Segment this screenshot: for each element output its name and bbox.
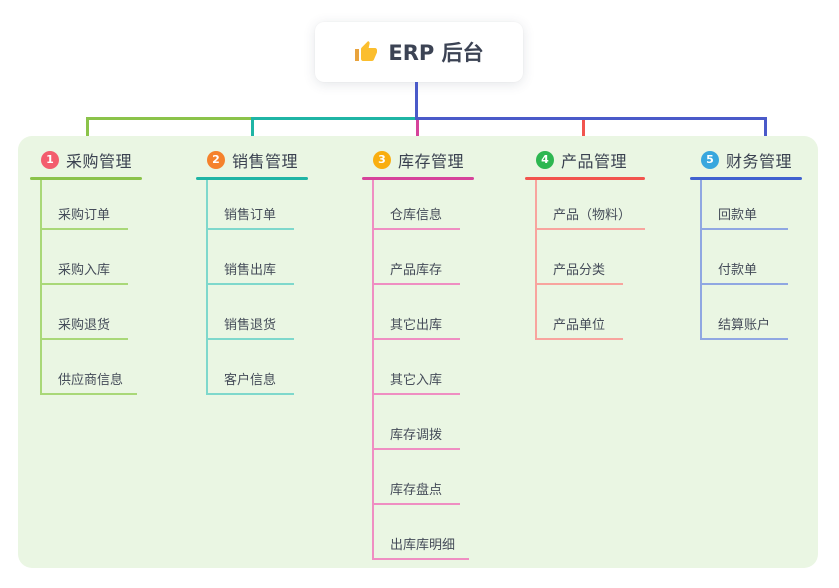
child-node[interactable]: 销售退货 (208, 285, 294, 340)
root-node[interactable]: ERP 后台 (315, 22, 523, 82)
child-node[interactable]: 销售出库 (208, 230, 294, 285)
child-node[interactable]: 产品单位 (537, 285, 623, 340)
branch-title-label: 财务管理 (726, 152, 793, 171)
branch-underline (690, 177, 803, 180)
child-node[interactable]: 产品库存 (374, 230, 460, 285)
branch-children: 回款单 付款单 结算账户 (700, 180, 802, 340)
child-node[interactable]: 产品分类 (537, 230, 623, 285)
branch-sales-title[interactable]: 2 销售管理 (196, 149, 308, 171)
branch-underline (196, 177, 309, 180)
branch-purchase: 1 采购管理 采购订单 采购入库 采购退货 供应商信息 (30, 149, 143, 395)
branch-number-badge: 3 (373, 151, 391, 169)
branch-title-label: 采购管理 (66, 152, 133, 171)
branch-underline (525, 177, 646, 180)
branch-number-badge: 4 (536, 151, 554, 169)
branch-inventory-title[interactable]: 3 库存管理 (362, 149, 474, 171)
child-node[interactable]: 其它出库 (374, 285, 460, 340)
branch-product-title[interactable]: 4 产品管理 (525, 149, 645, 171)
connector-branch2-drop (251, 117, 254, 145)
branch-finance: 5 财务管理 回款单 付款单 结算账户 (690, 149, 803, 340)
branch-inventory: 3 库存管理 仓库信息 产品库存 其它出库 其它入库 库存调拨 库存盘点 出库库… (362, 149, 475, 560)
branch-number-badge: 2 (207, 151, 225, 169)
thumbs-up-icon (354, 40, 378, 64)
child-node[interactable]: 采购退货 (42, 285, 128, 340)
child-node[interactable]: 结算账户 (702, 285, 788, 340)
child-node[interactable]: 付款单 (702, 230, 788, 285)
branch-finance-title[interactable]: 5 财务管理 (690, 149, 802, 171)
child-node[interactable]: 出库库明细 (374, 505, 470, 560)
branch-number-badge: 1 (41, 151, 59, 169)
child-node[interactable]: 库存调拨 (374, 395, 460, 450)
root-node-label: ERP 后台 (388, 41, 484, 65)
connector-branch5-horiz (415, 117, 767, 120)
branch-children: 产品（物料） 产品分类 产品单位 (535, 180, 646, 340)
connector-branch2-horiz (251, 117, 418, 120)
branch-underline (362, 177, 475, 180)
connector-branch1-drop (86, 117, 89, 145)
branch-children: 采购订单 采购入库 采购退货 供应商信息 (40, 180, 142, 395)
connector-trunk (415, 82, 418, 120)
branch-sales: 2 销售管理 销售订单 销售出库 销售退货 客户信息 (196, 149, 309, 395)
branch-number-badge: 5 (701, 151, 719, 169)
branch-title-label: 销售管理 (232, 152, 299, 171)
child-node[interactable]: 销售订单 (208, 180, 294, 230)
branch-purchase-title[interactable]: 1 采购管理 (30, 149, 142, 171)
branch-title-label: 库存管理 (398, 152, 465, 171)
child-node[interactable]: 采购入库 (42, 230, 128, 285)
child-node[interactable]: 回款单 (702, 180, 788, 230)
connector-branch1-horiz (86, 117, 253, 120)
branch-title-label: 产品管理 (561, 152, 628, 171)
group-panel (18, 136, 818, 568)
child-node[interactable]: 其它入库 (374, 340, 460, 395)
child-node[interactable]: 仓库信息 (374, 180, 460, 230)
child-node[interactable]: 客户信息 (208, 340, 294, 395)
branch-children: 销售订单 销售出库 销售退货 客户信息 (206, 180, 308, 395)
connector-branch3-drop (416, 120, 419, 145)
branch-children: 仓库信息 产品库存 其它出库 其它入库 库存调拨 库存盘点 出库库明细 (372, 180, 474, 560)
connector-branch5-drop (764, 117, 767, 145)
child-node[interactable]: 库存盘点 (374, 450, 460, 505)
child-node[interactable]: 产品（物料） (537, 180, 646, 230)
child-node[interactable]: 采购订单 (42, 180, 128, 230)
child-node[interactable]: 供应商信息 (42, 340, 138, 395)
branch-underline (30, 177, 143, 180)
branch-product: 4 产品管理 产品（物料） 产品分类 产品单位 (525, 149, 646, 340)
connector-branch4-drop (582, 120, 585, 145)
